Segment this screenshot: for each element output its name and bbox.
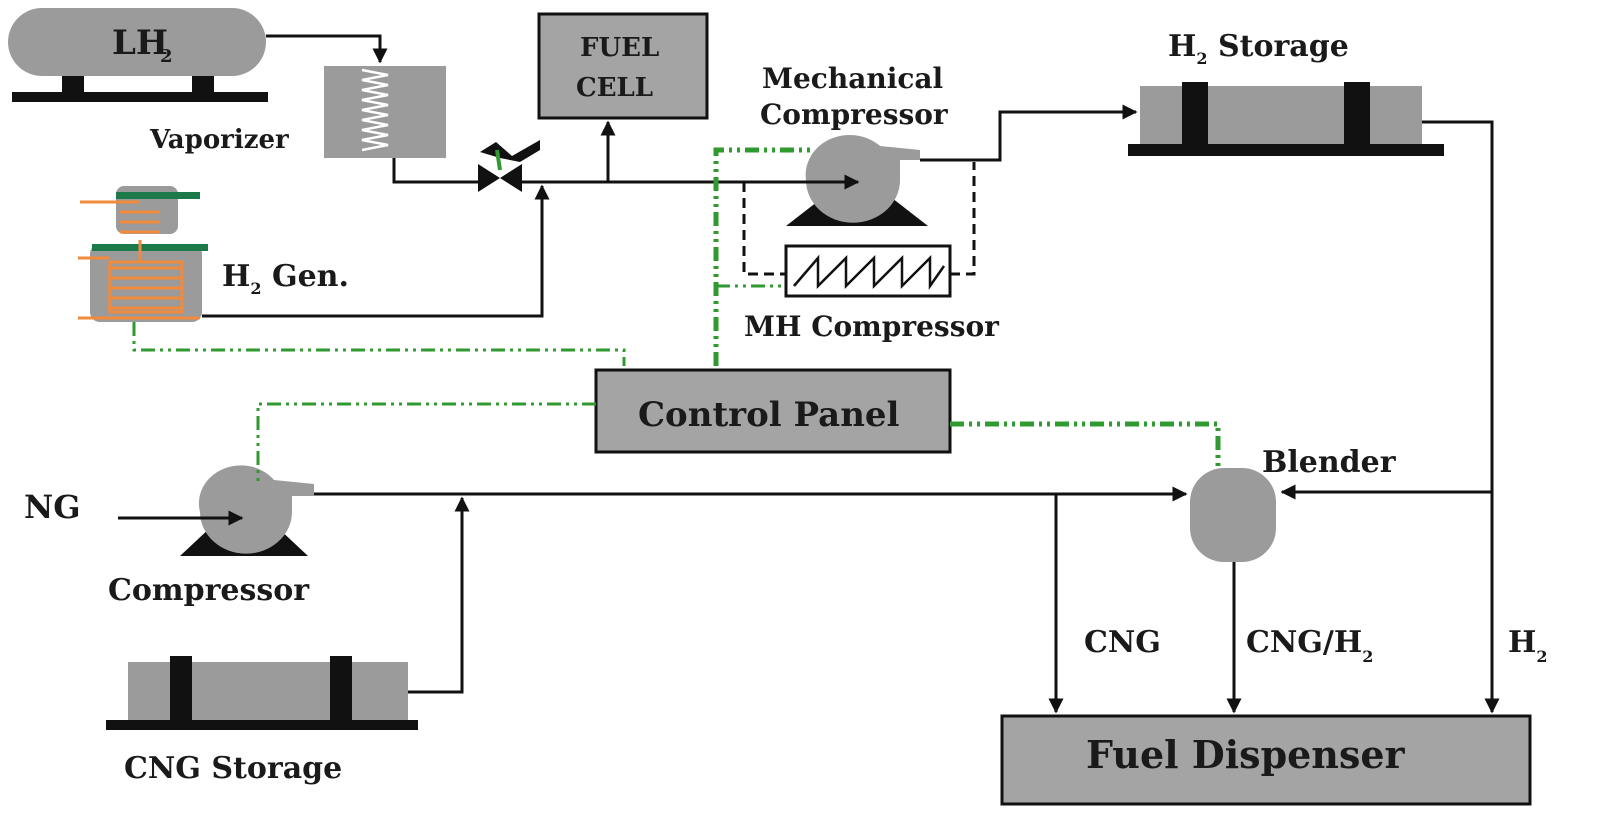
lh2-label: LH	[112, 23, 168, 63]
svg-text:H2 Gen.: H2 Gen.	[222, 259, 349, 298]
control-line-mech-compressor	[713, 147, 812, 366]
blender: Blender	[1190, 445, 1397, 562]
cng-storage-line	[408, 496, 470, 694]
h2-gen-label-rest: Gen.	[262, 259, 349, 294]
tank-icon	[8, 8, 266, 76]
fuel-dispenser-label: Fuel Dispenser	[1086, 732, 1406, 777]
h2-storage: H2 Storage	[1128, 29, 1444, 156]
vaporizer: Vaporizer	[149, 66, 446, 158]
compressor-icon	[198, 465, 314, 554]
metal-hydride-icon	[793, 254, 946, 290]
fuel-cell-label-line1: FUEL	[580, 33, 659, 63]
control-lines	[132, 147, 1221, 486]
ng-label: NG	[24, 488, 81, 526]
h2-generator: H2 Gen.	[78, 186, 349, 322]
mech-compressor-label-line1: Mechanical	[762, 62, 943, 95]
fuel-cell-label-line2: CELL	[576, 73, 653, 103]
generator-to-header-line	[202, 184, 550, 318]
h2-stream-sub: 2	[1536, 647, 1547, 666]
h2-storage-label-rest: Storage	[1208, 29, 1349, 64]
control-line-blender	[950, 421, 1221, 468]
cng-h2-stream-label: CNG/H	[1246, 625, 1362, 660]
heat-exchanger-icon	[324, 66, 446, 158]
cng-storage-label: CNG Storage	[124, 751, 342, 786]
h2-gen-label-sub: 2	[250, 279, 261, 298]
tank-base	[12, 92, 268, 102]
compressor-icon	[805, 134, 920, 223]
cng-h2-stream-sub: 2	[1362, 647, 1373, 666]
h2-gen-label-h: H	[222, 259, 250, 294]
control-line-ng-compressor	[256, 402, 596, 486]
lh2-tank: LH 2	[8, 8, 268, 102]
coil-icon	[361, 68, 389, 152]
blender-label: Blender	[1262, 445, 1397, 480]
blender-icon	[1190, 468, 1276, 562]
mechanical-compressor: Mechanical Compressor	[760, 62, 949, 226]
tank-base	[106, 720, 418, 730]
svg-text:H2: H2	[1508, 625, 1548, 666]
fuel-dispenser: Fuel Dispenser	[1000, 714, 1532, 806]
process-lines	[118, 34, 1500, 714]
control-panel-label: Control Panel	[638, 395, 900, 435]
svg-text:H2 Storage: H2 Storage	[1168, 29, 1349, 68]
control-panel: Control Panel	[594, 368, 952, 454]
lh2-subscript: 2	[160, 46, 173, 67]
fuel-cell: FUEL CELL	[537, 12, 709, 120]
h2-storage-label-sub: 2	[1196, 49, 1207, 68]
mech-compressor-label-line2: Compressor	[760, 98, 949, 131]
hydrogen-generator-icon	[78, 200, 200, 320]
valve-icon	[478, 140, 540, 192]
h2-to-dispenser-line	[1422, 120, 1500, 714]
tank-base	[1128, 144, 1444, 156]
cng-stream-label: CNG	[1084, 625, 1161, 660]
compressor-label: Compressor	[108, 573, 310, 608]
vaporizer-label: Vaporizer	[149, 125, 289, 155]
mh-bypass-lines	[742, 162, 976, 276]
h2-storage-label-h: H	[1168, 29, 1196, 64]
h2-stream-label: H	[1508, 625, 1536, 660]
cng-storage: CNG Storage	[106, 656, 418, 786]
svg-text:CNG/H2: CNG/H2	[1246, 625, 1373, 666]
control-line-generator	[132, 322, 626, 366]
mh-compressor-label: MH Compressor	[744, 310, 1000, 343]
mh-compressor: MH Compressor	[744, 244, 1000, 343]
compressor-to-storage-line	[920, 104, 1138, 162]
ng-compressor: NG Compressor	[24, 465, 314, 608]
lh2-to-vaporizer-line	[266, 34, 388, 64]
